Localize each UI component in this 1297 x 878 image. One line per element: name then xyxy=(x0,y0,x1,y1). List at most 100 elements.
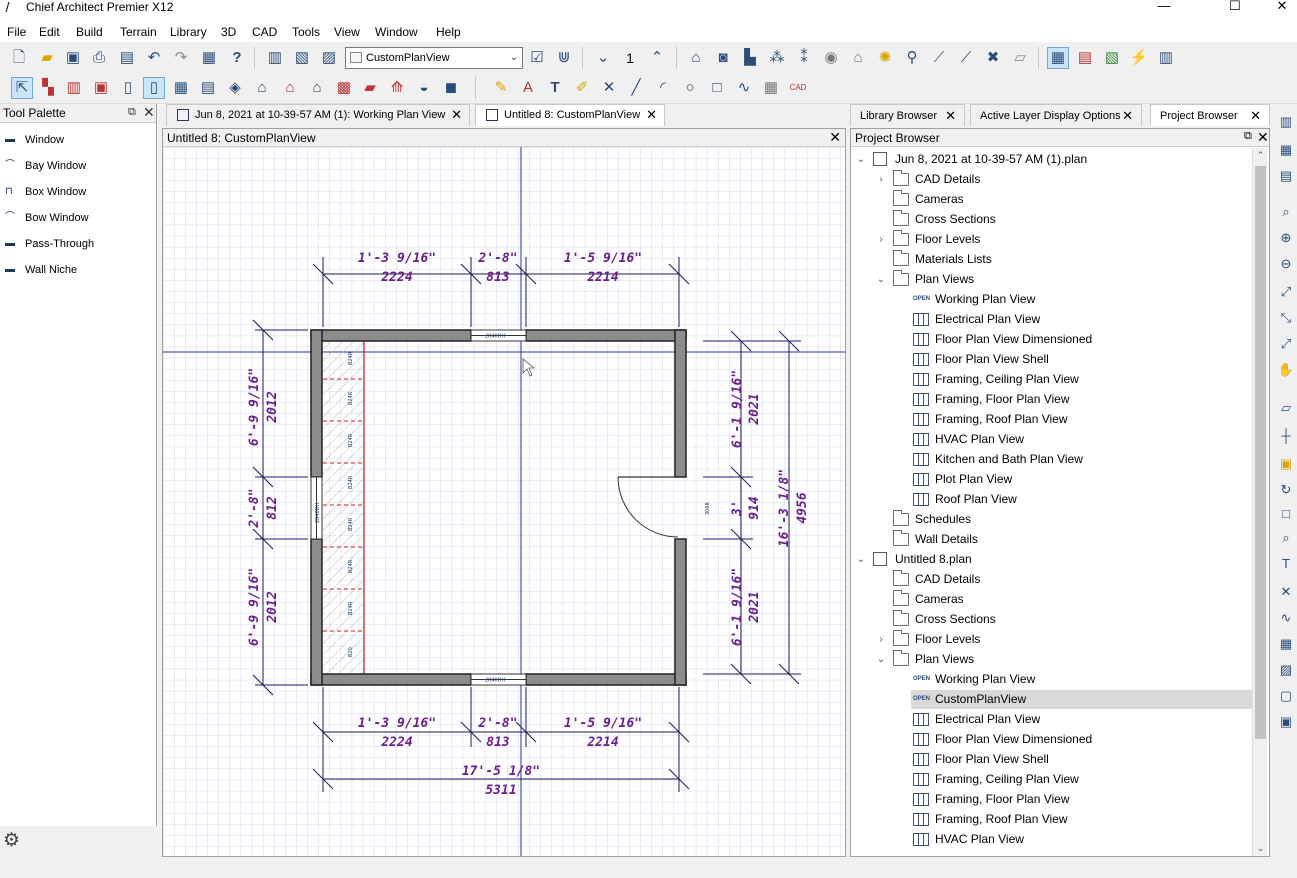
tree-row[interactable]: Framing, Floor Plan View xyxy=(851,390,1255,409)
save-icon[interactable]: ▣ xyxy=(62,47,84,69)
house-outline-icon[interactable]: ⌂ xyxy=(847,47,869,69)
plan-icon[interactable]: ▦ xyxy=(1277,140,1295,160)
close-plan-window-icon[interactable]: ✕ xyxy=(829,129,841,146)
new-file-icon[interactable]: 🗋 xyxy=(8,47,30,69)
tool-bow-window[interactable]: ⌒Bow Window xyxy=(3,209,89,227)
floor-down-icon[interactable]: ⌄ xyxy=(592,47,614,69)
tree-row[interactable]: Cross Sections xyxy=(851,210,1255,229)
print-preview-icon[interactable]: ▤ xyxy=(116,47,138,69)
rectangle-icon[interactable]: □ xyxy=(706,77,728,99)
menu-edit[interactable]: Edit xyxy=(39,24,60,40)
plan-view-select[interactable]: CustomPlanView ⌄ xyxy=(345,47,523,69)
tree-row[interactable]: Roof Plan View xyxy=(851,490,1255,509)
close-tab-icon[interactable]: ✕ xyxy=(1122,105,1133,127)
print-icon[interactable]: ⎙ xyxy=(88,47,110,69)
tree-row[interactable]: Materials Lists xyxy=(851,250,1255,269)
menu-terrain[interactable]: Terrain xyxy=(120,24,157,40)
display-option-4-icon[interactable]: ⚡ xyxy=(1128,47,1150,69)
display-option-3-icon[interactable]: ▧ xyxy=(1101,47,1123,69)
chevron-right-icon[interactable]: › xyxy=(876,170,886,189)
tool-pass-through[interactable]: ▬Pass-Through xyxy=(3,235,94,253)
tree-row[interactable]: ⌄Jun 8, 2021 at 10-39-57 AM (1).plan xyxy=(851,150,1255,169)
tree-row[interactable]: CAD Details xyxy=(851,570,1255,589)
tree-row[interactable]: Cameras xyxy=(851,590,1255,609)
close-tab-icon[interactable]: ✕ xyxy=(1250,105,1261,127)
light-bulb-icon[interactable]: ✺ xyxy=(874,47,896,69)
capture-icon[interactable]: ◉ xyxy=(820,47,842,69)
spline-icon[interactable]: ∿ xyxy=(733,77,755,99)
tab-project-browser[interactable]: Project Browser ✕ xyxy=(1150,104,1270,126)
menu-file[interactable]: File xyxy=(7,24,26,40)
menu-tools[interactable]: Tools xyxy=(292,24,320,40)
display-option-2-icon[interactable]: ▤ xyxy=(1074,47,1096,69)
tool-window[interactable]: ▬Window xyxy=(3,131,64,149)
tree-row[interactable]: Framing, Ceiling Plan View xyxy=(851,770,1255,789)
tree-row[interactable]: OPENWorking Plan View xyxy=(851,670,1255,689)
framing-icon[interactable]: ▰ xyxy=(359,77,381,99)
tab-working-plan-view[interactable]: Jun 8, 2021 at 10-39-57 AM (1): Working … xyxy=(166,104,470,126)
eyedropper-icon[interactable]: ⟋ xyxy=(928,47,950,69)
tree-row[interactable]: Framing, Ceiling Plan View xyxy=(851,370,1255,389)
tree-row[interactable]: OPENWorking Plan View xyxy=(851,290,1255,309)
bounding-icon[interactable]: ▢ xyxy=(1277,686,1295,706)
undo-icon[interactable]: ↶ xyxy=(143,47,165,69)
redo-icon[interactable]: ↷ xyxy=(170,47,192,69)
delete-surface-icon[interactable]: ✖ xyxy=(982,47,1004,69)
tree-row[interactable]: Plot Plan View xyxy=(851,470,1255,489)
detail-icon[interactable]: ▤ xyxy=(1277,166,1295,186)
undo-zoom-icon[interactable]: ⤢ xyxy=(1277,282,1295,302)
tree-row[interactable]: ⌄Plan Views xyxy=(851,650,1255,669)
line-icon[interactable]: ╱ xyxy=(625,77,647,99)
fill-window-icon[interactable]: ⤡ xyxy=(1277,308,1295,328)
tree-row[interactable]: Floor Plan View Dimensioned xyxy=(851,730,1255,749)
text-arrow-icon[interactable]: A xyxy=(517,77,539,99)
cabinet-icon[interactable]: ▤ xyxy=(197,77,219,99)
layout-icon[interactable]: ▥ xyxy=(264,47,286,69)
chevron-down-icon[interactable]: ⌄ xyxy=(876,270,886,289)
open-folder-icon[interactable]: ▰ xyxy=(36,47,58,69)
project-browser-scrollbar[interactable]: ⌃ ⌄ xyxy=(1252,148,1267,856)
shapes-icon[interactable]: ▩ xyxy=(333,77,355,99)
cad-x-icon[interactable]: ✕ xyxy=(598,77,620,99)
menu-window[interactable]: Window xyxy=(375,24,418,40)
camera-icon[interactable]: ◙ xyxy=(712,47,734,69)
pan-hand-icon[interactable]: ✋ xyxy=(1277,360,1295,380)
layer-set-icon[interactable]: ▨ xyxy=(318,47,340,69)
text-style-icon[interactable]: T xyxy=(1277,554,1295,574)
tool-box-window[interactable]: ⊓Box Window xyxy=(3,183,86,201)
tree-row[interactable]: Floor Plan View Dimensioned xyxy=(851,330,1255,349)
door-tools-icon[interactable]: ▯ xyxy=(117,77,139,99)
scroll-up-icon[interactable]: ⌃ xyxy=(1253,150,1268,161)
dimension-icon[interactable]: ✎ xyxy=(490,77,512,99)
footprints-icon[interactable]: ⁑ xyxy=(793,47,815,69)
wall-tools-icon[interactable]: ▚ xyxy=(37,77,59,99)
minimize-button[interactable]: — xyxy=(1141,0,1187,14)
hatch-icon[interactable]: ▨ xyxy=(1277,660,1295,680)
tab-custom-plan-view[interactable]: Untitled 8: CustomPlanView ✕ xyxy=(475,104,665,126)
railing-icon[interactable]: ▥ xyxy=(63,77,85,99)
tree-row[interactable]: Cross Sections xyxy=(851,610,1255,629)
magnet-icon[interactable]: ⋓ xyxy=(553,47,575,69)
menu-view[interactable]: View xyxy=(334,24,360,40)
display-option-5-icon[interactable]: ▥ xyxy=(1155,47,1177,69)
elevation-icon[interactable]: ▙ xyxy=(739,47,761,69)
material-painter-icon[interactable]: ⟋ xyxy=(955,47,977,69)
callout-icon[interactable]: ✐ xyxy=(571,77,593,99)
close-panel-icon[interactable]: ✕ xyxy=(143,104,155,121)
tree-row[interactable]: ›Floor Levels xyxy=(851,630,1255,649)
tree-row[interactable]: Framing, Floor Plan View xyxy=(851,790,1255,809)
chevron-down-icon[interactable]: ⌄ xyxy=(856,550,866,569)
circle-icon[interactable]: ○ xyxy=(679,77,701,99)
zoom-icon[interactable]: ⌕ xyxy=(1277,202,1295,222)
tree-row[interactable]: Kitchen and Bath Plan View xyxy=(851,450,1255,469)
tree-row[interactable]: Wall Details xyxy=(851,530,1255,549)
tree-row[interactable]: HVAC Plan View xyxy=(851,830,1255,849)
maximize-button[interactable]: ☐ xyxy=(1212,0,1258,14)
tool-bay-window[interactable]: ⌒Bay Window xyxy=(3,157,86,175)
tree-row[interactable]: Electrical Plan View xyxy=(851,710,1255,729)
chevron-down-icon[interactable]: ⌄ xyxy=(876,650,886,669)
add-light-icon[interactable]: ⚲ xyxy=(901,47,923,69)
fill-icon[interactable]: ◒ xyxy=(413,77,435,99)
refresh-icon[interactable]: ↻ xyxy=(1277,480,1295,500)
floor-plan-drawing[interactable]: B24R B24R B24R B24R B24R B24R B24R B20 xyxy=(163,147,845,856)
